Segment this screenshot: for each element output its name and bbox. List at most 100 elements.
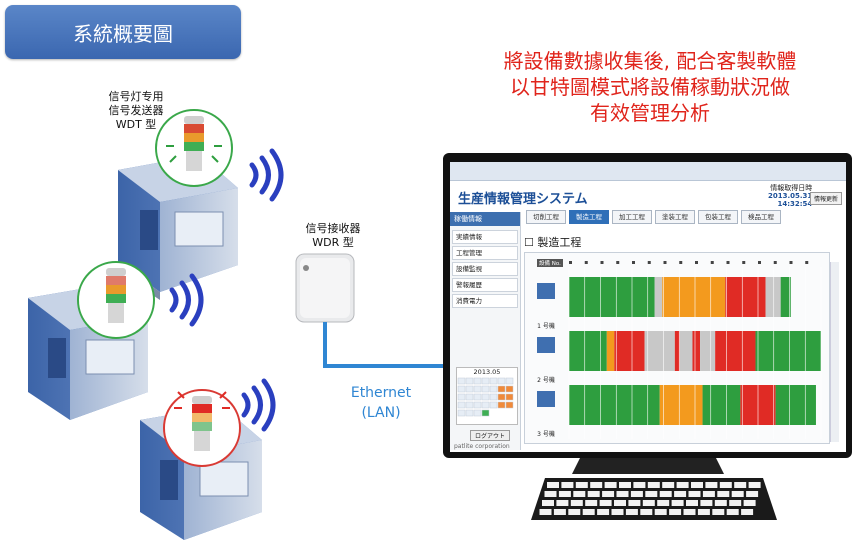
tab-cutting[interactable]: 切削工程	[526, 210, 566, 224]
keyboard-key	[568, 509, 581, 515]
time-tick	[742, 261, 746, 264]
gantt-segment	[775, 385, 816, 425]
timestamp-label: 情報取得日時	[770, 184, 813, 192]
keyboard-key	[683, 509, 696, 515]
transmitter-label-line-1: 信号灯专用	[108, 90, 164, 103]
time-tick	[710, 261, 714, 264]
refresh-button[interactable]: 情報更新	[810, 192, 843, 205]
keyboard-key	[743, 500, 756, 506]
keyboard-key	[734, 482, 747, 488]
browser-toolbar	[450, 162, 846, 181]
gantt-segment	[569, 385, 660, 425]
keyboard-key	[642, 500, 655, 506]
sidebar-item-power[interactable]: 消費電力	[452, 294, 518, 308]
machine-icon	[537, 391, 555, 407]
ethernet-cable	[323, 322, 448, 368]
keyboard-key	[731, 491, 744, 497]
gantt-scrollbar[interactable]	[830, 262, 839, 442]
gantt-segment	[692, 331, 701, 371]
keyboard-key	[640, 509, 653, 515]
footer-text: patlite corporation	[454, 443, 510, 450]
gantt-segment	[644, 331, 675, 371]
keyboard-key	[553, 509, 566, 515]
keyboard-key	[597, 509, 610, 515]
gantt-segment	[725, 277, 766, 317]
keyboard-key	[669, 509, 682, 515]
wireless-waves	[169, 148, 284, 432]
keyboard-key	[599, 500, 612, 506]
process-tabs: 切削工程 製造工程 加工工程 塗装工程 包装工程 検品工程	[526, 210, 781, 224]
keyboard-key	[712, 509, 725, 515]
description-line-3: 有效管理分析	[590, 101, 710, 125]
calendar-widget[interactable]: 2013.05	[456, 367, 518, 425]
equipment-header: 設備 No.	[537, 259, 563, 267]
keyboard-key	[714, 500, 727, 506]
gantt-segment	[659, 385, 703, 425]
signal-tower-3	[163, 389, 241, 467]
receiver-device	[295, 253, 355, 323]
keyboard-key	[702, 491, 715, 497]
sidebar-header[interactable]: 稼働情報	[450, 212, 520, 226]
keyboard-key	[662, 482, 675, 488]
keyboard-key	[633, 482, 646, 488]
time-tick	[600, 261, 604, 264]
keyboard-key	[619, 482, 631, 488]
keyboard-key	[647, 482, 660, 488]
keyboard-key	[688, 491, 701, 497]
keyboard-key	[542, 500, 554, 506]
time-tick	[584, 261, 588, 264]
tab-packaging[interactable]: 包装工程	[698, 210, 738, 224]
machine-icon	[537, 337, 555, 353]
tab-processing[interactable]: 加工工程	[612, 210, 652, 224]
gantt-segment	[780, 277, 791, 317]
time-tick	[758, 261, 761, 264]
keyboard-key	[746, 491, 759, 497]
keyboard-key	[556, 500, 569, 506]
gantt-segment	[606, 331, 615, 371]
keyboard-key	[587, 491, 600, 497]
logout-button[interactable]: ログアウト	[470, 430, 511, 441]
sidebar-item-results[interactable]: 実績情報	[452, 230, 518, 244]
tab-inspection[interactable]: 検品工程	[741, 210, 781, 224]
diagram-title-badge: 系統概要圖	[5, 5, 241, 59]
keyboard-key	[604, 482, 617, 488]
receiver-label: 信号接收器 WDR 型	[288, 222, 378, 250]
machine-1-label: 1 号機	[537, 323, 555, 330]
gantt-segment	[715, 331, 756, 371]
keyboard-key	[717, 491, 730, 497]
time-tick	[695, 261, 698, 264]
signal-tower-1	[155, 109, 233, 187]
keyboard-key	[729, 500, 742, 506]
keyboard-key	[726, 509, 739, 515]
gantt-segment	[569, 277, 655, 317]
keyboard-key	[585, 500, 598, 506]
keyboard-key	[659, 491, 672, 497]
sidebar-item-alarms[interactable]: 警報履歴	[452, 278, 518, 292]
keyboard-key	[686, 500, 698, 506]
timestamp-date: 2013.05.31	[768, 192, 813, 200]
time-tick	[679, 261, 683, 264]
transmitter-label: 信号灯专用 信号发送器 WDT 型	[96, 90, 176, 132]
description-line-2: 以甘特圖模式將設備稼動狀況做	[510, 75, 790, 99]
keyboard-key	[741, 509, 754, 515]
description-line-1: 將設備數據收集後, 配合客製軟體	[503, 49, 797, 73]
keyboard-key	[719, 482, 732, 488]
sidebar-item-equipment[interactable]: 設備監視	[452, 262, 518, 276]
tab-manufacturing[interactable]: 製造工程	[569, 210, 609, 224]
gantt-segment	[679, 331, 693, 371]
timestamp-time: 14:32:54	[777, 200, 813, 208]
keyboard-key	[628, 500, 641, 506]
keyboard-key	[630, 491, 643, 497]
keyboard-key	[700, 500, 713, 506]
gantt-segment	[700, 331, 716, 371]
keyboard-key	[561, 482, 574, 488]
gantt-chart	[537, 261, 822, 439]
keyboard-key	[674, 491, 687, 497]
tab-painting[interactable]: 塗装工程	[655, 210, 695, 224]
time-tick	[647, 261, 651, 264]
sidebar-item-process[interactable]: 工程管理	[452, 246, 518, 260]
time-tick	[616, 261, 620, 264]
keyboard-key	[645, 491, 658, 497]
gantt-segment	[654, 277, 663, 317]
